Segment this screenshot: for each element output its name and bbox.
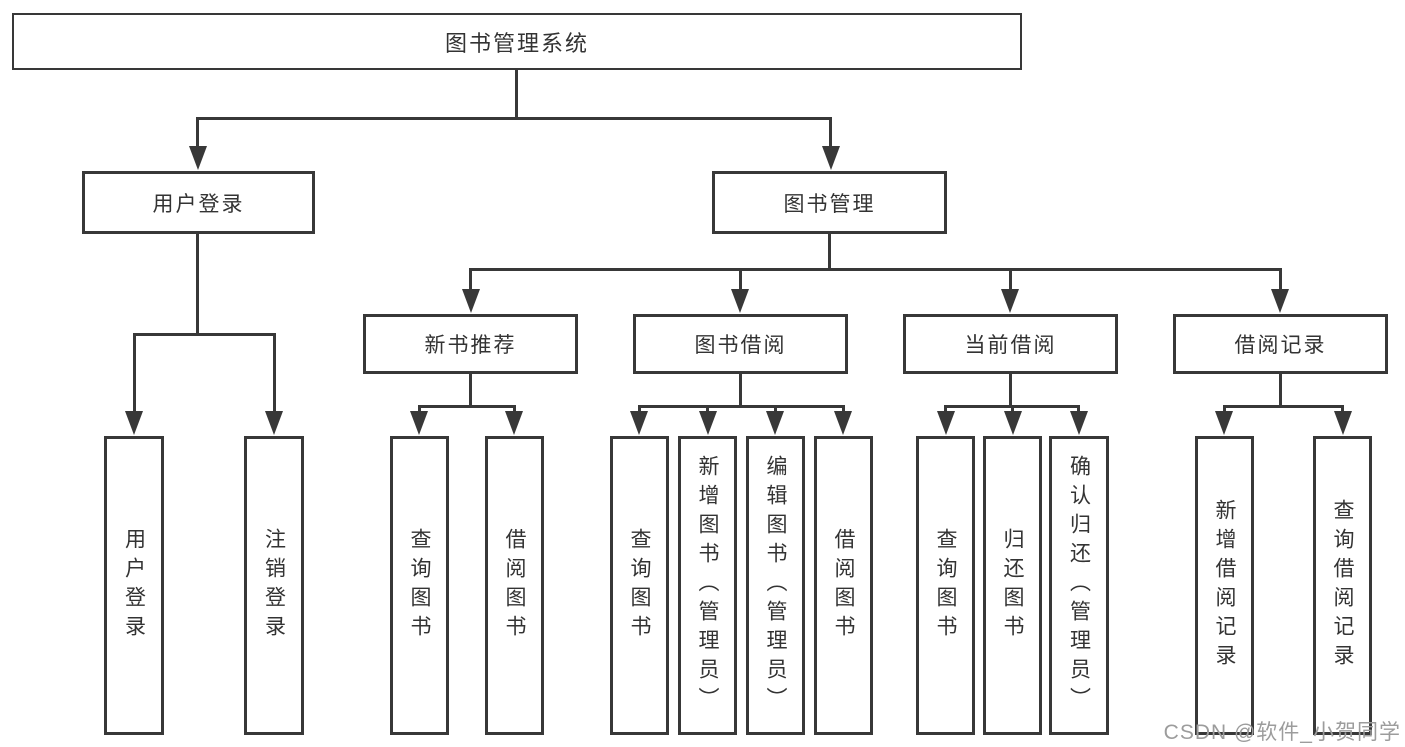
connector: [513, 405, 516, 414]
leaf-newbooks-borrow-label: 借阅图书: [503, 527, 526, 644]
connector: [828, 234, 831, 271]
connector: [638, 405, 845, 408]
connector: [196, 117, 832, 120]
connector: [638, 405, 641, 414]
connector: [196, 117, 199, 150]
connector: [469, 374, 472, 408]
leaf-borrow-query-label: 查询图书: [628, 527, 651, 644]
leaf-current-query-label: 查询图书: [934, 527, 957, 644]
node-book-mgmt-label: 图书管理: [783, 192, 876, 216]
arrowhead-icon: [630, 411, 648, 435]
arrowhead-icon: [410, 411, 428, 435]
arrowhead-icon: [505, 411, 523, 435]
arrowhead-icon: [1070, 411, 1088, 435]
arrowhead-icon: [189, 146, 207, 170]
connector: [133, 333, 275, 336]
connector: [1341, 405, 1344, 414]
arrowhead-icon: [1004, 411, 1022, 435]
node-current-borrow: 当前借阅: [903, 314, 1118, 374]
connector: [829, 117, 832, 150]
arrowhead-icon: [766, 411, 784, 435]
node-book-borrow-label: 图书借阅: [694, 334, 787, 357]
connector: [774, 405, 777, 414]
leaf-borrow-edit-label: 编辑图书（管理员）: [764, 455, 787, 716]
leaf-records-query: 查询借阅记录: [1313, 436, 1372, 735]
leaf-logout-label: 注销登录: [262, 527, 286, 644]
connector: [196, 234, 199, 336]
connector: [418, 405, 516, 408]
connector: [273, 333, 276, 411]
connector: [1223, 405, 1226, 414]
csdn-watermark: CSDN @软件_小贺同学: [1163, 721, 1401, 744]
arrowhead-icon: [1215, 411, 1233, 435]
leaf-records-add: 新增借阅记录: [1195, 436, 1254, 735]
connector: [739, 268, 742, 292]
leaf-borrow-add: 新增图书（管理员）: [678, 436, 737, 735]
connector: [706, 405, 709, 414]
leaf-newbooks-query: 查询图书: [390, 436, 449, 735]
connector: [842, 405, 845, 414]
leaf-borrow-edit: 编辑图书（管理员）: [746, 436, 805, 735]
arrowhead-icon: [1271, 289, 1289, 313]
arrowhead-icon: [731, 289, 749, 313]
leaf-records-add-label: 新增借阅记录: [1213, 498, 1236, 673]
connector: [515, 70, 518, 119]
node-book-mgmt: 图书管理: [712, 171, 947, 234]
node-borrow-records: 借阅记录: [1173, 314, 1388, 374]
connector: [469, 268, 1282, 271]
leaf-current-confirm-label: 确认归还（管理员）: [1067, 455, 1091, 716]
node-new-books: 新书推荐: [363, 314, 578, 374]
connector: [1009, 374, 1012, 408]
connector: [133, 333, 136, 411]
connector: [1077, 405, 1080, 414]
connector: [1223, 405, 1344, 408]
leaf-borrow-query: 查询图书: [610, 436, 669, 735]
node-new-books-label: 新书推荐: [424, 334, 517, 357]
leaf-current-query: 查询图书: [916, 436, 975, 735]
arrowhead-icon: [822, 146, 840, 170]
node-borrow-records-label: 借阅记录: [1234, 334, 1327, 357]
node-user-login: 用户登录: [82, 171, 315, 234]
arrowhead-icon: [937, 411, 955, 435]
leaf-user-login: 用户登录: [104, 436, 164, 735]
node-root-label: 图书管理系统: [444, 30, 589, 56]
connector: [1279, 374, 1282, 408]
arrowhead-icon: [265, 411, 283, 435]
leaf-records-query-label: 查询借阅记录: [1331, 498, 1354, 673]
leaf-current-return-label: 归还图书: [1001, 527, 1024, 644]
node-current-borrow-label: 当前借阅: [964, 334, 1057, 357]
node-user-login-label: 用户登录: [152, 192, 245, 216]
leaf-newbooks-borrow: 借阅图书: [485, 436, 544, 735]
leaf-borrow-borrow-label: 借阅图书: [832, 527, 855, 644]
connector: [469, 268, 472, 292]
leaf-current-confirm: 确认归还（管理员）: [1049, 436, 1109, 735]
arrowhead-icon: [1334, 411, 1352, 435]
connector: [418, 405, 421, 414]
leaf-borrow-borrow: 借阅图书: [814, 436, 873, 735]
arrowhead-icon: [834, 411, 852, 435]
leaf-logout: 注销登录: [244, 436, 304, 735]
connector: [739, 374, 742, 408]
leaf-borrow-add-label: 新增图书（管理员）: [696, 455, 719, 716]
arrowhead-icon: [125, 411, 143, 435]
connector: [1011, 405, 1014, 414]
leaf-current-return: 归还图书: [983, 436, 1042, 735]
node-book-borrow: 图书借阅: [633, 314, 848, 374]
arrowhead-icon: [1001, 289, 1019, 313]
connector: [1009, 268, 1012, 292]
arrowhead-icon: [699, 411, 717, 435]
node-root: 图书管理系统: [12, 13, 1022, 70]
leaf-user-login-label: 用户登录: [122, 527, 146, 644]
connector: [944, 405, 947, 414]
connector: [1279, 268, 1282, 292]
leaf-newbooks-query-label: 查询图书: [408, 527, 431, 644]
arrowhead-icon: [462, 289, 480, 313]
